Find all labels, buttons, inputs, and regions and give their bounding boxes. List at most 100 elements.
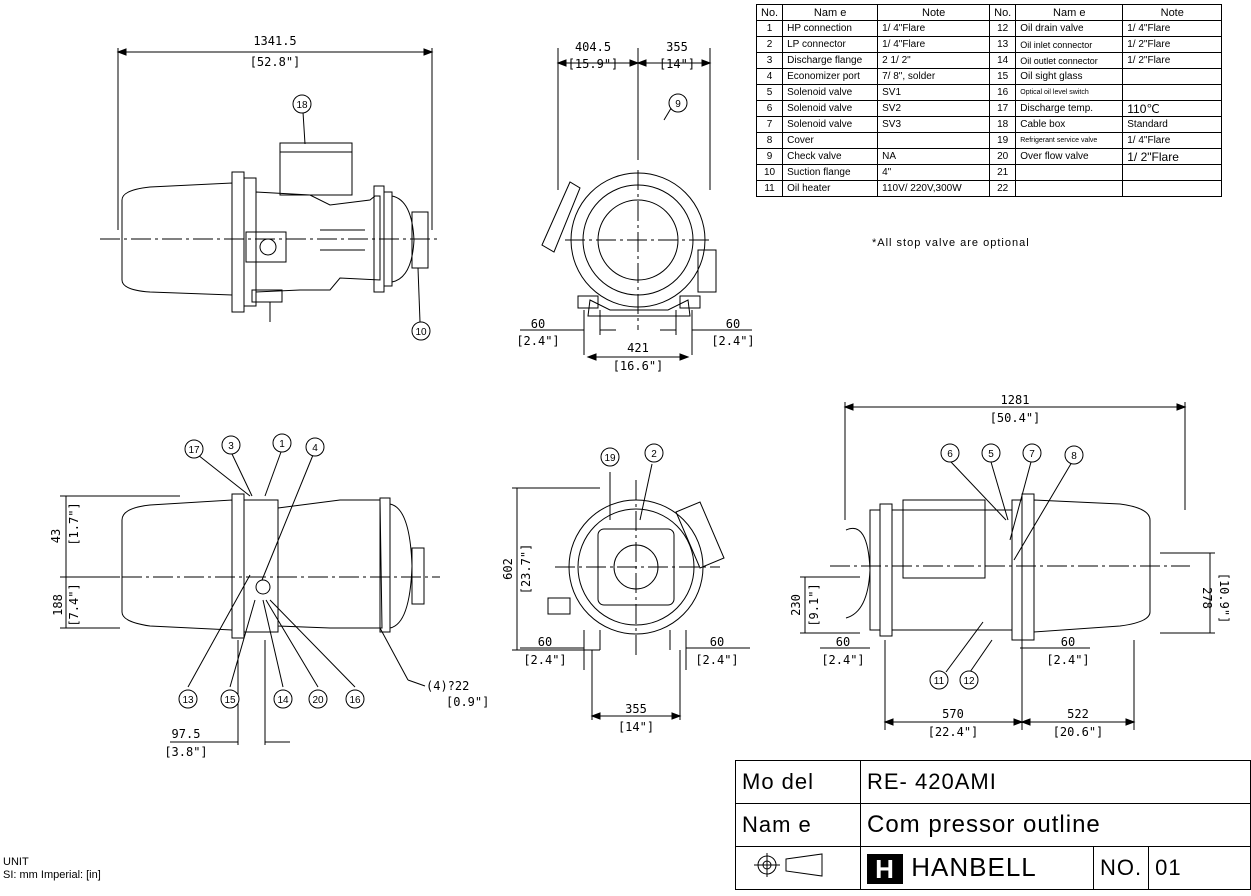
- balloon-17: 17: [184, 439, 204, 459]
- balloon-9: 9: [668, 93, 688, 113]
- dim-holes: (4)?22: [426, 679, 469, 693]
- table-cell: 15: [989, 68, 1017, 85]
- table-cell: 1/ 2"Flare: [1122, 52, 1223, 69]
- svg-text:18: 18: [296, 100, 308, 111]
- table-cell: 1/ 4"Flare: [877, 20, 991, 37]
- optional-note: *All stop valve are optional: [872, 237, 1030, 249]
- table-cell: [1015, 180, 1124, 197]
- balloon-11: 11: [929, 670, 949, 690]
- table-cell: LP connector: [782, 36, 879, 53]
- title-block: Mo del RE- 420AMI Nam e Com pressor outl…: [735, 760, 1251, 896]
- col-no: No.: [755, 4, 784, 21]
- table-cell: Economizer port: [782, 68, 879, 85]
- table-cell: 1/ 2"Flare: [1122, 36, 1223, 53]
- table-cell: 13: [989, 36, 1017, 53]
- table-cell: 4": [877, 164, 991, 181]
- bottom-end-view: [512, 463, 750, 720]
- dim-right-522-in: [20.6"]: [1053, 725, 1104, 739]
- table-cell: Oil outlet connector: [1015, 52, 1124, 69]
- parts-table-header: No. Nam e Note No. Nam e Note: [755, 4, 1223, 21]
- balloon-1: 1: [272, 433, 292, 453]
- table-cell: 2 1/ 2": [877, 52, 991, 69]
- table-cell: [1122, 68, 1223, 85]
- table-cell: 18: [989, 116, 1017, 133]
- balloon-3: 3: [221, 435, 241, 455]
- balloon-4: 4: [305, 437, 325, 457]
- bottom-left-view: [60, 451, 440, 745]
- dim-end-foot-l: 60: [538, 635, 552, 649]
- table-cell: 6: [755, 100, 784, 117]
- dim-end-foot-r: 60: [710, 635, 724, 649]
- svg-text:10: 10: [415, 327, 427, 338]
- table-cell: 19: [989, 132, 1017, 149]
- col-name: Nam e: [782, 4, 879, 21]
- svg-text:6: 6: [947, 449, 953, 460]
- dim-front-w2: 355: [666, 40, 688, 54]
- table-cell: Optical oil level switch: [1015, 84, 1124, 101]
- table-cell: 110℃: [1122, 100, 1223, 117]
- svg-text:16: 16: [349, 695, 361, 706]
- svg-text:13: 13: [182, 695, 194, 706]
- table-cell: 8: [755, 132, 784, 149]
- table-cell: 3: [755, 52, 784, 69]
- projection-icon: [754, 853, 823, 877]
- svg-text:2: 2: [651, 449, 657, 460]
- table-cell: [1015, 164, 1124, 181]
- dim-front-foot-r-in: [2.4"]: [711, 334, 754, 348]
- table-cell: 4: [755, 68, 784, 85]
- table-cell: Check valve: [782, 148, 879, 165]
- name-label: Nam e: [735, 803, 861, 847]
- col-no-2: No.: [989, 4, 1017, 21]
- table-cell: HP connection: [782, 20, 879, 37]
- dim-front-w1: 404.5: [575, 40, 611, 54]
- balloon-15: 15: [220, 689, 240, 709]
- svg-text:8: 8: [1071, 451, 1077, 462]
- table-cell: SV3: [877, 116, 991, 133]
- name-value: Com pressor outline: [860, 803, 1251, 847]
- svg-text:7: 7: [1029, 449, 1035, 460]
- svg-text:5: 5: [988, 449, 994, 460]
- dim-right-h278: 278: [1200, 587, 1214, 609]
- table-cell: 2: [755, 36, 784, 53]
- table-cell: [1122, 164, 1223, 181]
- table-cell: Over flow valve: [1015, 148, 1124, 165]
- table-cell: 16: [989, 84, 1017, 101]
- dim-right-foot-l: 60: [836, 635, 850, 649]
- balloon-7: 7: [1022, 443, 1042, 463]
- balloon-12: 12: [959, 670, 979, 690]
- dim-front-foot-l-in: [2.4"]: [516, 334, 559, 348]
- dim-top-length: 1341.5: [253, 34, 296, 48]
- dim-front-foot-l: 60: [531, 317, 545, 331]
- dim-left-h43: 43: [49, 529, 63, 543]
- balloon-8: 8: [1064, 445, 1084, 465]
- table-cell: 1/ 4"Flare: [1122, 20, 1223, 37]
- table-cell: Oil heater: [782, 180, 879, 197]
- dim-left-h43-in: [1.7"]: [67, 502, 81, 545]
- balloon-20: 20: [308, 689, 328, 709]
- balloon-13: 13: [178, 689, 198, 709]
- table-cell: Solenoid valve: [782, 100, 879, 117]
- table-cell: 7: [755, 116, 784, 133]
- table-cell: 10: [755, 164, 784, 181]
- table-cell: 5: [755, 84, 784, 101]
- part-balloons: 18 10 9 17 3 1 4 13 15 14 20 16 19 2 6 5…: [178, 93, 1084, 709]
- table-cell: SV1: [877, 84, 991, 101]
- top-end-view: [520, 48, 752, 361]
- balloon-18: 18: [292, 94, 312, 114]
- dim-right-570: 570: [942, 707, 964, 721]
- projection-symbol: [735, 846, 861, 890]
- svg-text:14: 14: [277, 695, 289, 706]
- dimension-labels: 1341.5 [52.8"] 404.5 [15.9"] 355 [14"] 6…: [49, 34, 1231, 759]
- dim-front-base-in: [16.6"]: [613, 359, 664, 373]
- table-cell: 7/ 8", solder: [877, 68, 991, 85]
- table-cell: 21: [989, 164, 1017, 181]
- table-cell: Standard: [1122, 116, 1223, 133]
- dim-end-foot-r-in: [2.4"]: [695, 653, 738, 667]
- dim-right-h230-in: [9.1"]: [807, 583, 821, 626]
